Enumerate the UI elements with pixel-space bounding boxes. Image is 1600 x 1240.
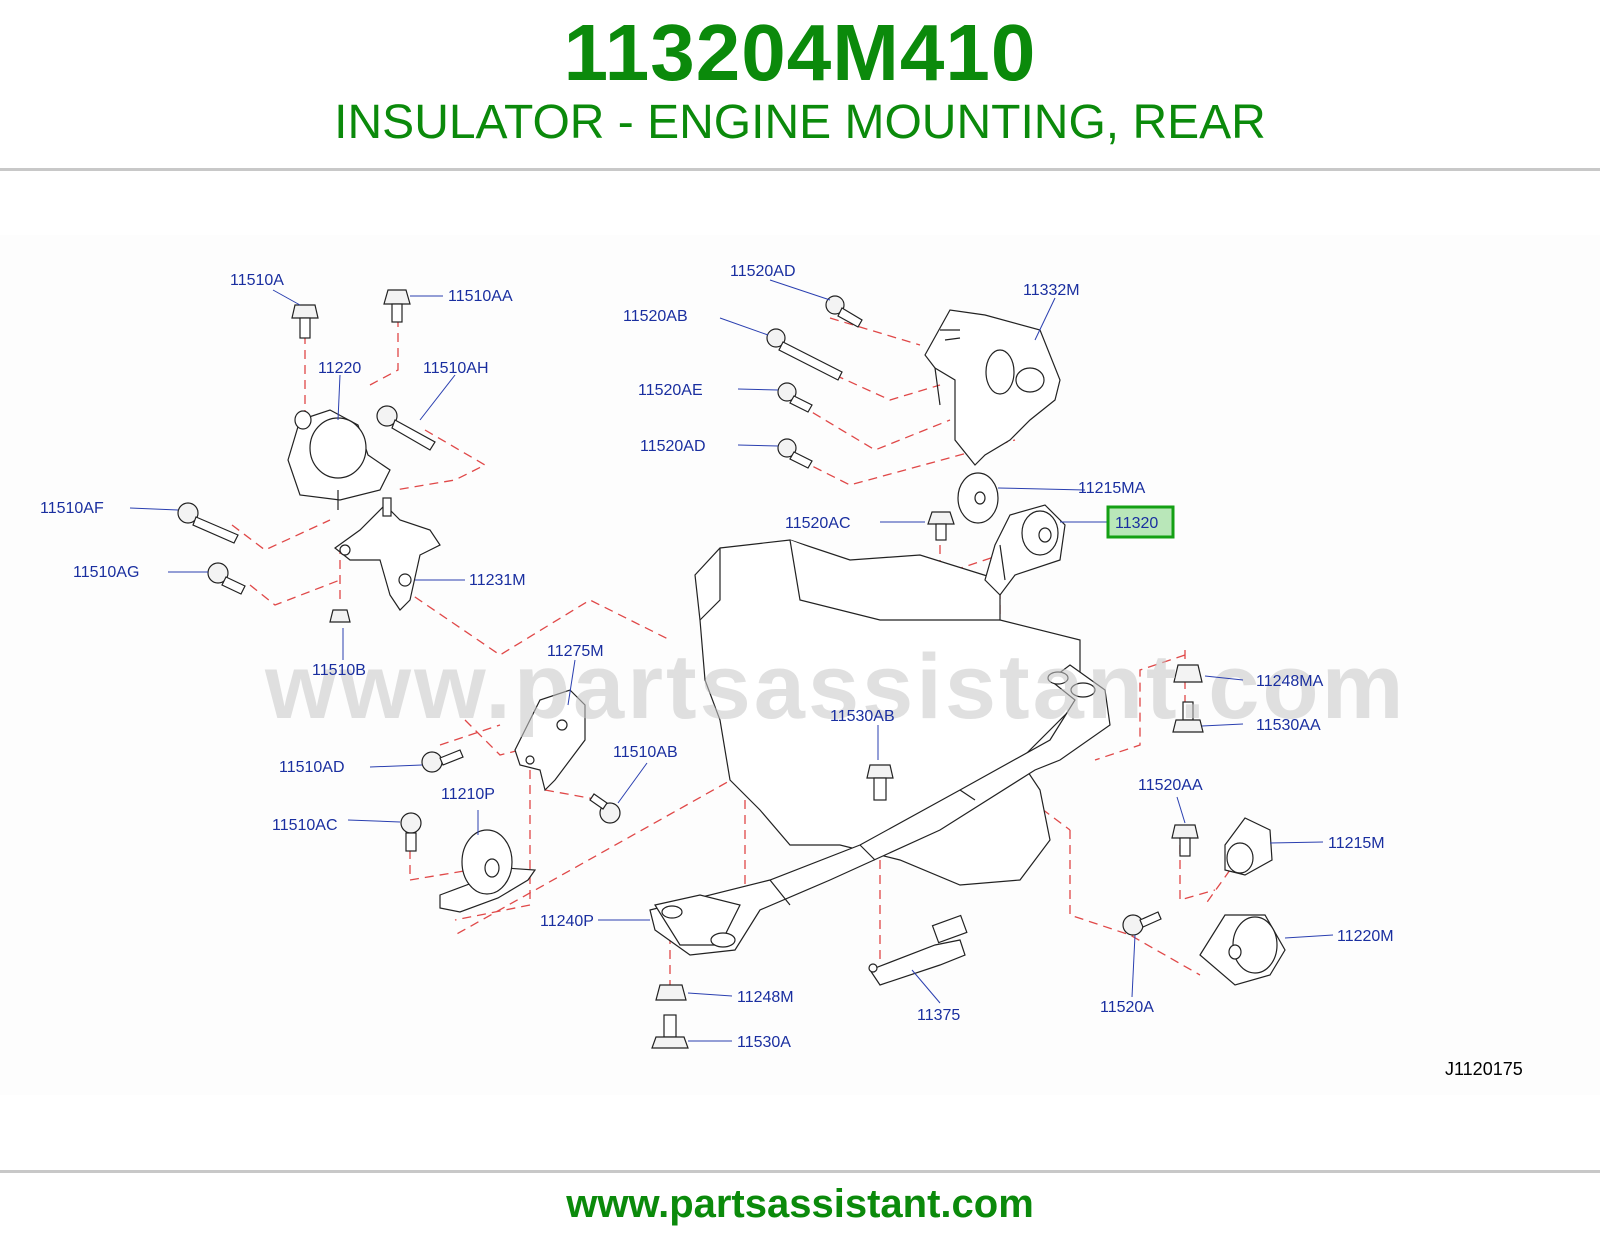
front-crossmember-11240P [649,664,1111,956]
callout-11510B[interactable]: 11510B [312,662,366,679]
part-11210P-mount [439,829,537,913]
callout-11332M[interactable]: 11332M [1023,282,1080,299]
diagram-id: J1120175 [1445,1059,1523,1079]
bolts-middle-left-group [400,749,621,852]
callout-labels: 11510A 11510AA 11220 11510AH 11510AF 115… [40,263,1394,1051]
callout-11275M[interactable]: 11275M [547,643,604,660]
part-11220-mount [287,409,391,510]
callout-11520A[interactable]: 11520A [1100,999,1154,1016]
callout-11530AA[interactable]: 11530AA [1256,717,1321,734]
callout-11240P[interactable]: 11240P [540,913,594,930]
right-side-parts [1122,664,1286,986]
callout-11215MA[interactable]: 11215MA [1078,480,1146,497]
part-11215MA-washer [957,472,999,524]
callout-11510AF[interactable]: 11510AF [40,500,104,517]
callout-11530A[interactable]: 11530A [737,1034,791,1051]
callout-11520AE[interactable]: 11520AE [638,382,703,399]
bolt-11530AB [866,764,894,801]
bolts-upper-right-group [766,295,955,541]
parts-diagram: www.partsassistant.com [0,235,1600,1095]
callout-11248M[interactable]: 11248M [737,989,794,1006]
callout-11220[interactable]: 11220 [318,360,361,377]
watermark-text: www.partsassistant.com [264,636,1406,738]
part-11320-rear-mount [984,504,1066,596]
part-number-title: 113204M410 [563,8,1037,97]
callout-11248MA[interactable]: 11248MA [1256,673,1324,690]
callout-11520AD[interactable]: 11520AD [640,438,706,455]
callout-11530AB[interactable]: 11530AB [830,708,895,725]
bolts-left-group [177,289,436,623]
part-11375-damper [868,914,968,986]
callout-11510AH[interactable]: 11510AH [423,360,489,377]
callout-11510AC[interactable]: 11510AC [272,817,338,834]
callout-11510AG[interactable]: 11510AG [73,564,139,581]
callout-11220M[interactable]: 11220M [1337,928,1394,945]
callout-11510A[interactable]: 11510A [230,272,284,289]
callout-11210P[interactable]: 11210P [441,786,495,803]
part-11332M-bracket [924,309,1061,466]
callout-11520AA[interactable]: 11520AA [1138,777,1203,794]
callout-11510AD[interactable]: 11510AD [279,759,345,776]
diagram-canvas: www.partsassistant.com [40,263,1523,1079]
highlighted-part-box[interactable] [1106,505,1175,539]
page-header: 113204M410 INSULATOR - ENGINE MOUNTING, … [0,0,1600,168]
callout-11375[interactable]: 11375 [917,1007,960,1024]
header-divider [0,168,1600,171]
callout-11520AB[interactable]: 11520AB [623,308,688,325]
part-11275M-bracket [514,689,586,792]
leader-lines [129,279,1334,1042]
footer-divider [0,1170,1600,1173]
callout-11520AD-top[interactable]: 11520AD [730,263,796,280]
callout-11231M[interactable]: 11231M [469,572,526,589]
callout-11510AB[interactable]: 11510AB [613,744,678,761]
callout-11215M[interactable]: 11215M [1328,835,1385,852]
part-name-subtitle: INSULATOR - ENGINE MOUNTING, REAR [334,96,1266,149]
bolts-bottom-center-group [651,984,689,1049]
callout-11320[interactable]: 11320 [1115,515,1158,532]
part-11231M-bracket [334,497,441,611]
callout-11510AA[interactable]: 11510AA [448,288,513,305]
callout-11520AC[interactable]: 11520AC [785,515,851,532]
footer-website-link[interactable]: www.partsassistant.com [566,1182,1034,1226]
